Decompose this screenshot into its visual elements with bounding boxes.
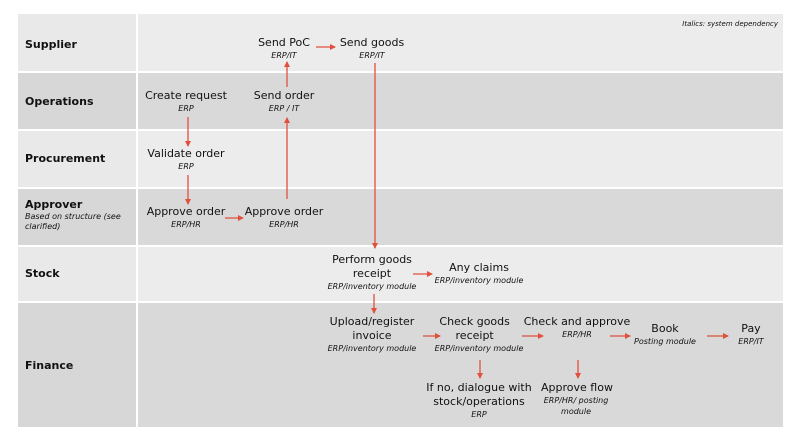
- node-system: ERP/IT: [271, 51, 297, 60]
- node-any-claims: Any claims ERP/inventory module: [435, 261, 524, 286]
- node-system: ERP/inventory module: [327, 344, 417, 353]
- node-perform-goods-receipt: Perform goods receipt ERP/inventory modu…: [322, 253, 422, 292]
- lane-title: Supplier: [25, 38, 77, 51]
- node-title: Pay: [741, 322, 761, 335]
- node-title: Create request: [145, 89, 227, 102]
- node-send-order: Send order ERP / IT: [254, 89, 315, 114]
- node-check-and-approve: Check and approve ERP/HR: [524, 315, 631, 340]
- node-approve-order-1: Approve order ERP/HR: [147, 205, 226, 230]
- node-send-goods: Send goods ERP/IT: [340, 36, 404, 61]
- lane-title: Approver: [25, 198, 83, 211]
- node-check-goods-receipt: Check goods receipt ERP/inventory module: [435, 315, 524, 354]
- node-if-no-dialogue: If no, dialogue with stock/operations ER…: [419, 381, 539, 420]
- lane-label: Supplier: [18, 14, 136, 71]
- lane-area: [138, 14, 783, 71]
- node-system: ERP/HR: [269, 220, 299, 229]
- node-system: ERP/HR/ posting module: [543, 396, 609, 416]
- lane-area: [138, 247, 783, 301]
- lane-title: Finance: [25, 359, 74, 372]
- node-system: ERP/inventory module: [434, 276, 524, 285]
- node-title: Approve order: [244, 205, 324, 218]
- node-title: Send goods: [339, 36, 405, 49]
- lane-label: Operations: [18, 73, 136, 129]
- node-title: Approve flow: [541, 381, 613, 394]
- node-title: Upload/register invoice: [329, 315, 415, 342]
- node-book: Book Posting module: [634, 322, 696, 347]
- lane-procurement: Procurement: [18, 131, 783, 187]
- node-system: ERP: [178, 162, 194, 171]
- node-title: If no, dialogue with stock/operations: [426, 381, 532, 408]
- lane-label: Approver Based on structure (see clarifi…: [18, 189, 136, 245]
- node-system: ERP/inventory module: [434, 344, 524, 353]
- lane-area: [138, 303, 783, 427]
- node-create-request: Create request ERP: [145, 89, 227, 114]
- node-approve-flow: Approve flow ERP/HR/ posting module: [541, 381, 613, 417]
- lane-label: Stock: [18, 247, 136, 301]
- node-system: ERP/IT: [359, 51, 385, 60]
- lane-label: Finance: [18, 303, 136, 427]
- lane-label: Procurement: [18, 131, 136, 187]
- node-system: ERP/inventory module: [327, 282, 417, 291]
- lane-title: Procurement: [25, 152, 106, 165]
- node-system: ERP: [178, 104, 194, 113]
- node-system: ERP/IT: [738, 337, 764, 346]
- node-pay: Pay ERP/IT: [738, 322, 763, 347]
- node-system: ERP / IT: [268, 104, 300, 113]
- node-system: Posting module: [634, 337, 696, 346]
- node-title: Approve order: [146, 205, 226, 218]
- lane-subtitle: Based on structure (see clarified): [25, 212, 121, 231]
- lane-approver: Approver Based on structure (see clarifi…: [18, 189, 783, 245]
- node-system: ERP/HR: [562, 330, 592, 339]
- node-validate-order: Validate order ERP: [147, 147, 224, 172]
- node-send-poc: Send PoC ERP/IT: [258, 36, 310, 61]
- lane-title: Stock: [25, 267, 60, 280]
- node-title: Perform goods receipt: [332, 253, 412, 280]
- node-upload-invoice: Upload/register invoice ERP/inventory mo…: [322, 315, 422, 354]
- node-title: Any claims: [449, 261, 509, 274]
- lane-finance: Finance: [18, 303, 783, 427]
- lane-stock: Stock: [18, 247, 783, 301]
- lane-operations: Operations: [18, 73, 783, 129]
- node-title: Validate order: [147, 147, 225, 160]
- node-title: Check goods receipt: [439, 315, 510, 342]
- node-system: ERP/HR: [171, 220, 201, 229]
- node-title: Send order: [253, 89, 315, 102]
- node-title: Send PoC: [258, 36, 310, 49]
- node-title: Check and approve: [523, 315, 631, 328]
- node-approve-order-2: Approve order ERP/HR: [245, 205, 324, 230]
- lane-area: [138, 73, 783, 129]
- lane-area: [138, 189, 783, 245]
- legend-note: Italics: system dependency: [682, 20, 778, 28]
- lane-supplier: Supplier: [18, 14, 783, 71]
- node-title: Book: [651, 322, 679, 335]
- lane-title: Operations: [25, 95, 94, 108]
- lane-area: [138, 131, 783, 187]
- node-system: ERP: [471, 410, 487, 419]
